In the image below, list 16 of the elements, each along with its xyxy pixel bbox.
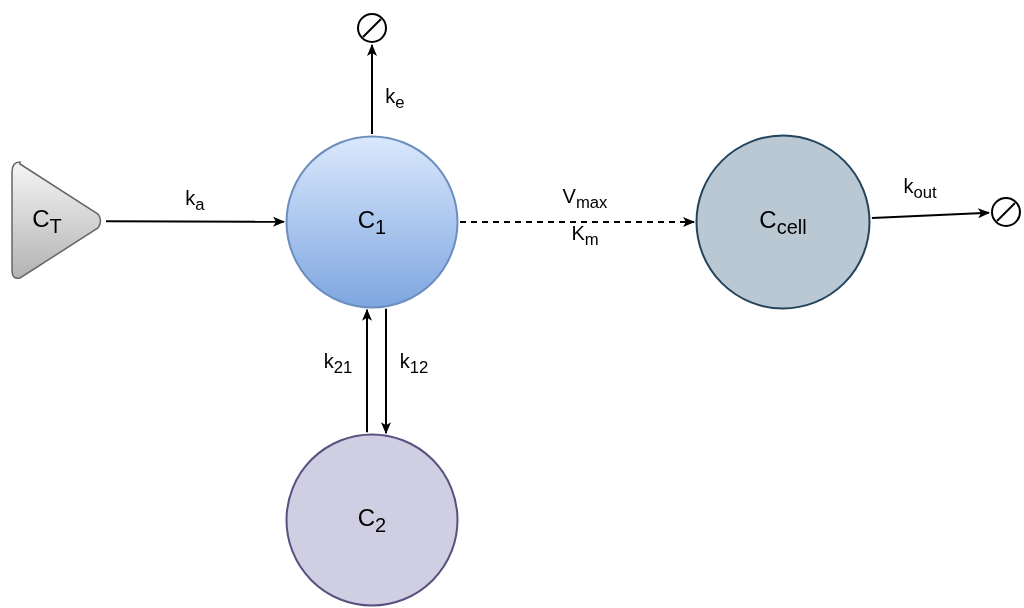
arrow [362,308,372,434]
node-label: C$_{2}$ [357,503,387,537]
edge-label: V$_{max}$ K$_{m}$ [561,184,609,251]
edge-label: k$_{out}$ [902,174,938,204]
node-label: C$_{1}$ [357,205,387,239]
edge-label: k$_{21}$ [322,349,354,379]
arrow [105,216,285,227]
node-label: C$_{T}$ [32,204,62,238]
arrow [367,44,377,135]
arrow [381,307,391,435]
arrow [459,217,695,227]
edge-label: k$_{e}$ [384,84,406,114]
node-label: C$_{cell}$ [759,205,807,239]
arrow [870,208,990,219]
edge-label: k$_{12}$ [398,349,430,379]
edge-label: k$_{a}$ [184,186,206,216]
